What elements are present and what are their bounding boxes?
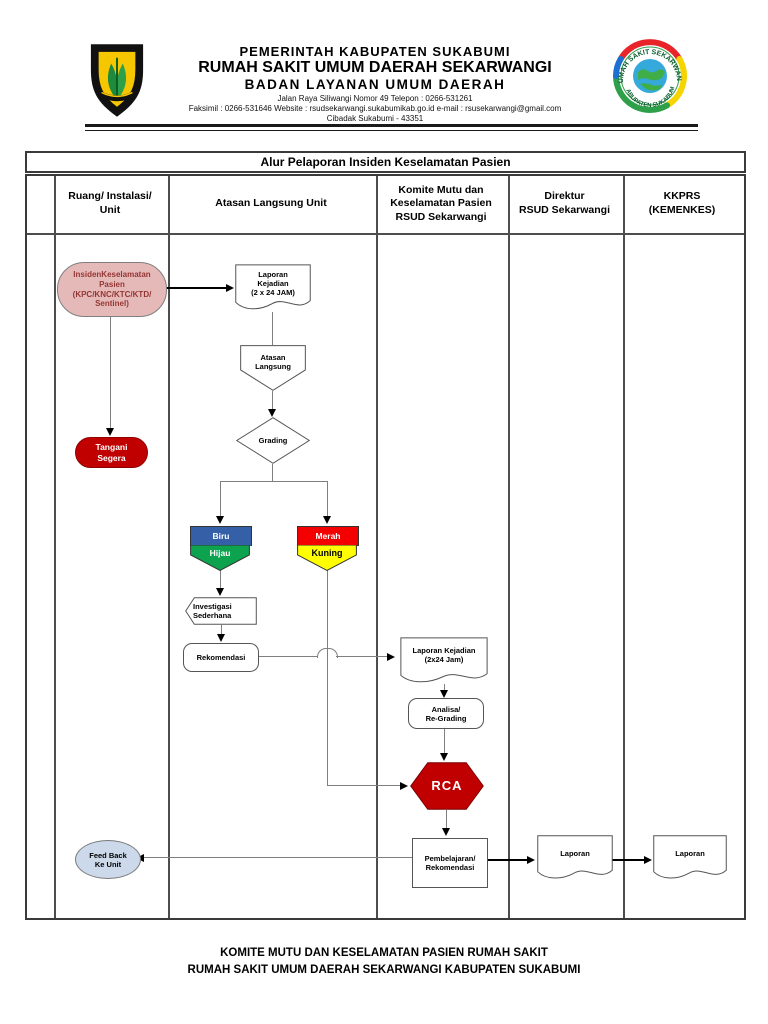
arrowhead <box>217 634 225 642</box>
node-label: Pembelajaran/ Rekomendasi <box>424 854 476 872</box>
connector-rekomendasi-to-laporan2-b <box>336 656 387 658</box>
node-label: Grading <box>258 436 288 445</box>
connector-pembelajaran-to-laporan-direktur <box>486 859 528 861</box>
connector-branch-to-merah <box>327 481 329 516</box>
node-label: InsidenKeselamatan Pasien (KPC/KNC/KTC/K… <box>72 270 152 309</box>
connector-grading-branch-stem <box>272 464 274 481</box>
arrowhead <box>644 855 652 864</box>
node-tangani-segera: Tangani Segera <box>75 437 148 468</box>
lane-header-direktur: Direktur RSUD Sekarwangi <box>518 190 611 216</box>
connector-hijau-to-investigasi <box>220 570 222 588</box>
node-rekomendasi: Rekomendasi <box>183 643 259 672</box>
node-label: Laporan Kejadian (2x24 Jam) <box>412 646 476 664</box>
node-label: Laporan <box>560 848 590 858</box>
grid-line <box>54 176 56 918</box>
hospital-round-logo: RUMAH SAKIT SEKARWANGI KABUPATEN SUKABUM… <box>610 36 690 116</box>
node-laporan-kejadian-2: Laporan Kejadian (2x24 Jam) <box>400 637 488 687</box>
node-insiden-keselamatan-pasien: InsidenKeselamatan Pasien (KPC/KNC/KTC/K… <box>57 262 167 317</box>
connector-atasan-to-grading <box>272 391 274 409</box>
node-label: Hijau <box>209 547 231 558</box>
connector-pembelajaran-to-feedback <box>144 857 412 859</box>
footer: KOMITE MUTU DAN KESELAMATAN PASIEN RUMAH… <box>0 945 768 978</box>
sukabumi-crest-logo <box>88 40 146 118</box>
arrowhead <box>216 516 224 524</box>
node-laporan-kejadian-1: Laporan Kejadian (2 x 24 JAM) <box>235 264 311 314</box>
letterhead-divider <box>85 124 698 131</box>
lane-header-atasan-langsung-unit: Atasan Langsung Unit <box>215 197 327 210</box>
connector-laporan-direktur-to-kkprs <box>612 859 645 861</box>
grid-line <box>508 176 510 918</box>
swimlane-grid <box>25 174 746 920</box>
node-grading: Grading <box>236 417 310 464</box>
arrowhead <box>268 409 276 417</box>
node-grading-hijau: Hijau <box>190 545 250 571</box>
connector-laporan2-to-analisa <box>444 684 446 691</box>
node-analisa-regrading: Analisa/ Re-Grading <box>408 698 484 729</box>
grid-line <box>376 176 378 918</box>
connector-kuning-down <box>327 570 329 786</box>
arrowhead <box>440 753 448 761</box>
connector-insiden-to-tangani <box>110 317 112 428</box>
node-label: Feed Back Ke Unit <box>89 850 127 869</box>
letterhead-hospital: RUMAH SAKIT UMUM DAERAH SEKARWANGI <box>198 59 552 76</box>
connector-branch-to-biru <box>220 481 222 516</box>
arrowhead <box>216 588 224 596</box>
node-grading-kuning: Kuning <box>297 545 357 571</box>
connector-rca-to-pembelajaran <box>446 810 448 828</box>
node-label: Tangani Segera <box>95 442 128 463</box>
node-label: Laporan Kejadian (2 x 24 JAM) <box>251 269 295 297</box>
lane-header-ruang-instalasi-unit: Ruang/ Instalasi/ Unit <box>68 190 152 216</box>
connector-rekomendasi-to-laporan2-a <box>257 656 318 658</box>
connector-grading-branch-bar <box>220 481 328 483</box>
arrowhead <box>440 690 448 698</box>
letterhead-address-1: Jalan Raya Siliwangi Nomor 49 Telepon : … <box>277 94 473 103</box>
arrowhead <box>226 283 234 292</box>
connector-kuning-to-rca <box>327 785 400 787</box>
lane-header-kkprs: KKPRS (KEMENKES) <box>648 190 716 216</box>
lane-header-komite-mutu: Komite Mutu dan Keselamatan Pasien RSUD … <box>390 183 492 223</box>
node-label: Laporan <box>675 848 705 858</box>
node-label: Atasan Langsung <box>255 353 291 371</box>
node-label: Merah <box>315 531 341 542</box>
node-laporan-kkprs: Laporan <box>653 835 727 883</box>
grid-line <box>168 176 170 918</box>
node-feedback-ke-unit: Feed Back Ke Unit <box>75 840 141 879</box>
node-label: Biru <box>212 531 230 542</box>
node-label: Rekomendasi <box>196 653 246 662</box>
node-label: Kuning <box>311 547 343 558</box>
arrowhead <box>387 652 395 661</box>
footer-line-1: KOMITE MUTU DAN KESELAMATAN PASIEN RUMAH… <box>220 947 548 959</box>
connector-analisa-to-rca <box>444 727 446 753</box>
arrowhead <box>323 516 331 524</box>
letterhead-government: PEMERINTAH KABUPATEN SUKABUMI <box>239 44 511 59</box>
letterhead: PEMERINTAH KABUPATEN SUKABUMI RUMAH SAKI… <box>140 44 610 124</box>
arrowhead <box>400 781 408 790</box>
node-label: RCA <box>431 778 463 794</box>
flowchart-title: Alur Pelaporan Insiden Keselamatan Pasie… <box>25 151 746 173</box>
node-label: Analisa/ Re-Grading <box>425 704 467 723</box>
letterhead-blud: BADAN LAYANAN UMUM DAERAH <box>244 77 506 92</box>
node-pembelajaran-rekomendasi: Pembelajaran/ Rekomendasi <box>412 838 488 888</box>
connector-investigasi-to-rekomendasi <box>221 625 223 634</box>
arrowhead <box>527 855 535 864</box>
node-grading-merah: Merah <box>297 526 359 546</box>
connector-insiden-to-laporan1 <box>165 287 227 289</box>
node-label: Investigasi Sederhana <box>193 602 232 620</box>
connector-laporan1-to-atasan <box>272 312 274 345</box>
node-rca: RCA <box>410 762 484 810</box>
node-laporan-direktur: Laporan <box>537 835 613 883</box>
footer-line-2: RUMAH SAKIT UMUM DAERAH SEKARWANGI KABUP… <box>187 963 581 976</box>
node-grading-biru: Biru <box>190 526 252 546</box>
node-atasan-langsung: Atasan Langsung <box>240 345 306 391</box>
grid-line <box>623 176 625 918</box>
letterhead-address-3: Cibadak Sukabumi - 43351 <box>326 114 424 123</box>
grid-line <box>27 233 744 235</box>
arrowhead <box>442 828 450 836</box>
node-investigasi-sederhana: Investigasi Sederhana <box>185 597 257 625</box>
arrowhead <box>106 428 114 436</box>
letterhead-address-2: Faksimil : 0266-531646 Website : rsudsek… <box>188 104 562 113</box>
